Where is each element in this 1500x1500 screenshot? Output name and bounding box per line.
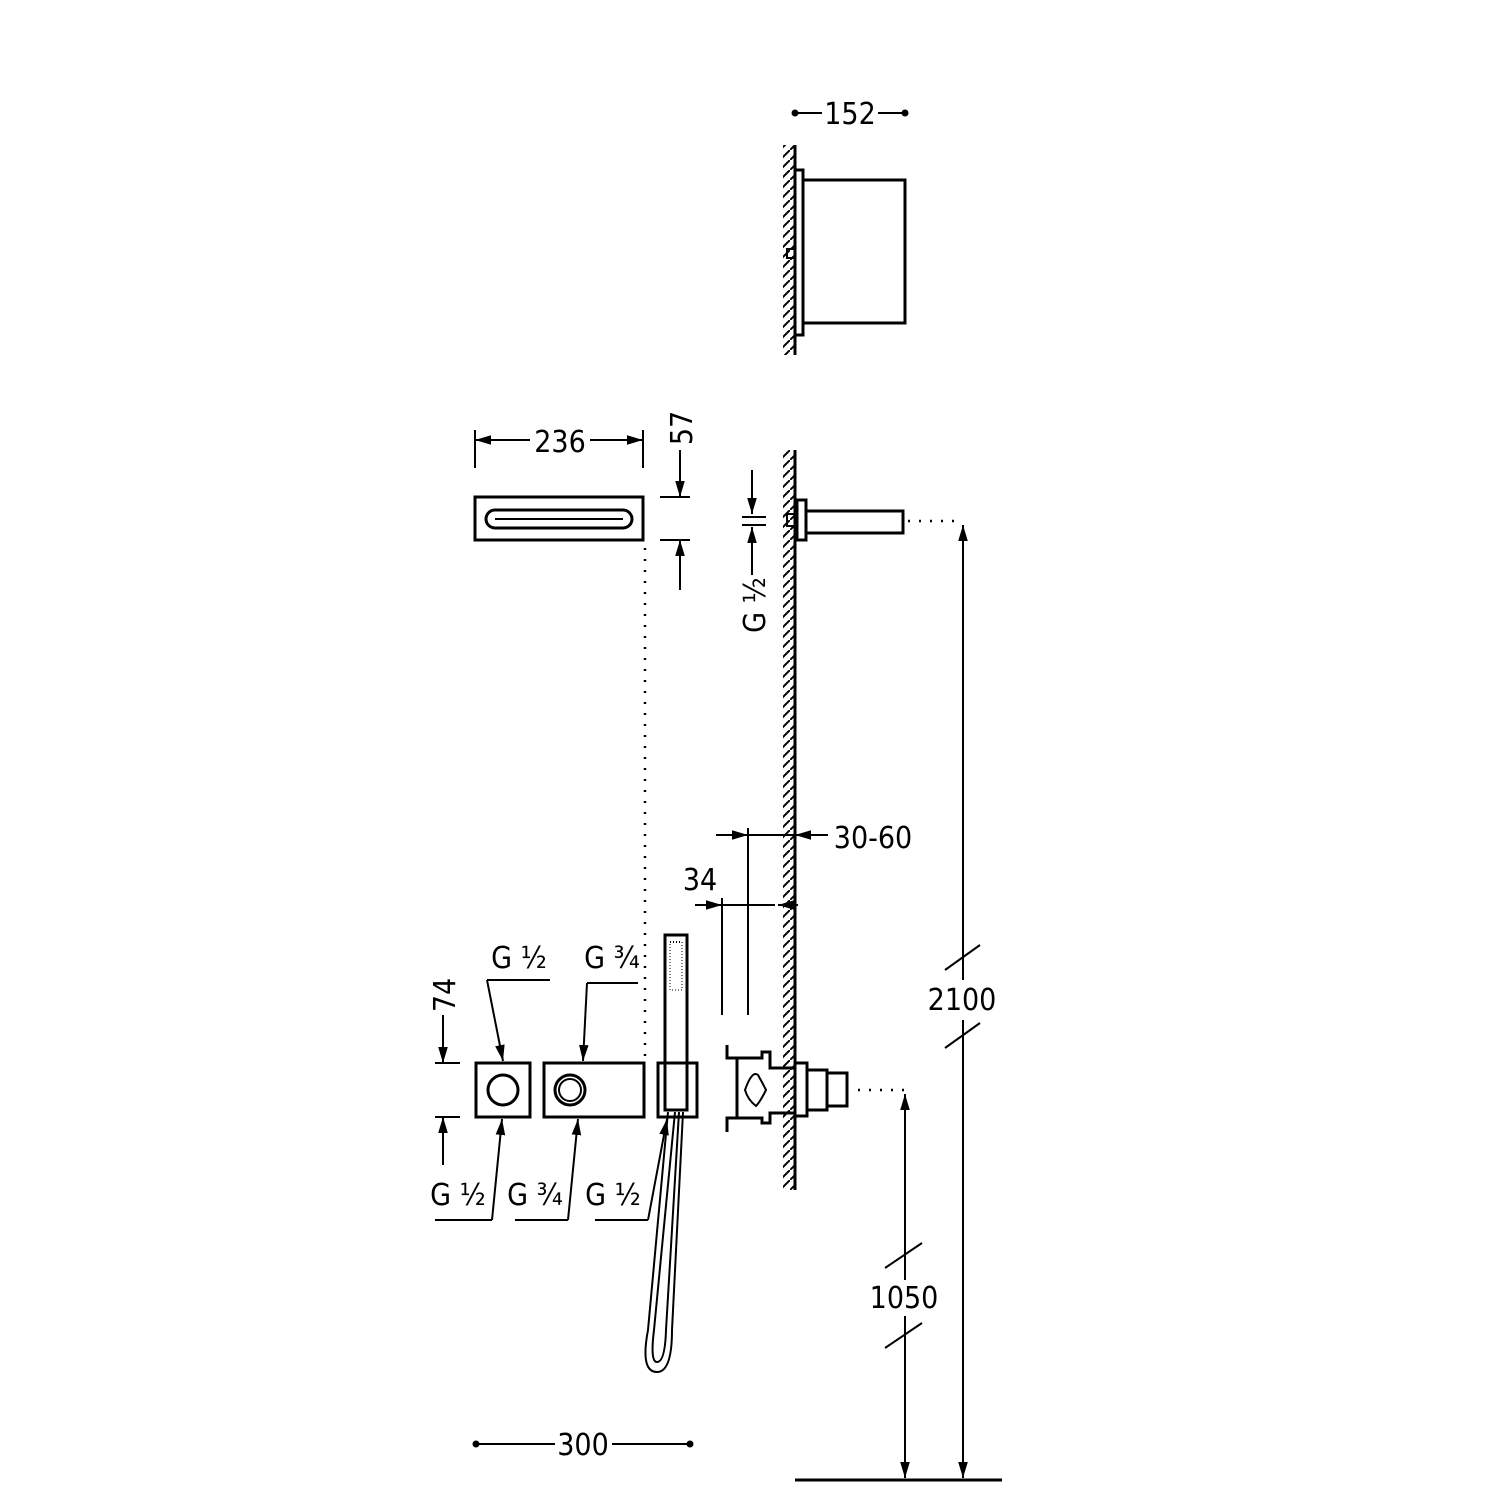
label-top-right-thread: G ¾ [584,941,640,976]
dim-152: 152 [824,97,876,132]
head-side-view: 152 [783,97,909,355]
valve-side-view [725,1045,905,1132]
dim-300: 300 [557,1428,609,1463]
recess-dimensions: 30-60 34 [683,821,912,1015]
label-bottom-left-thread: G ½ [430,1178,486,1213]
dim-34: 34 [683,863,717,898]
overall-width-dim: 300 [472,1428,694,1463]
label-bottom-middle-thread: G ¾ [507,1178,563,1213]
wall-section: G ½ [738,450,960,1190]
dim-74: 74 [428,978,463,1012]
label-top-left-thread: G ½ [491,941,547,976]
dim-2100: 2100 [928,983,997,1018]
dim-57: 57 [665,411,700,445]
controls-front: 74 G ½ G ¾ G ½ G ¾ G ½ [428,933,699,1374]
height-dimensions: 2100 1050 [795,525,1002,1482]
dim-30-60: 30-60 [834,821,912,856]
dim-236: 236 [534,425,586,460]
label-bottom-right-thread: G ½ [585,1178,641,1213]
arm-thread-label: G ½ [738,577,773,633]
shower-head-front: 236 57 [473,411,700,1060]
dim-1050: 1050 [870,1281,939,1316]
